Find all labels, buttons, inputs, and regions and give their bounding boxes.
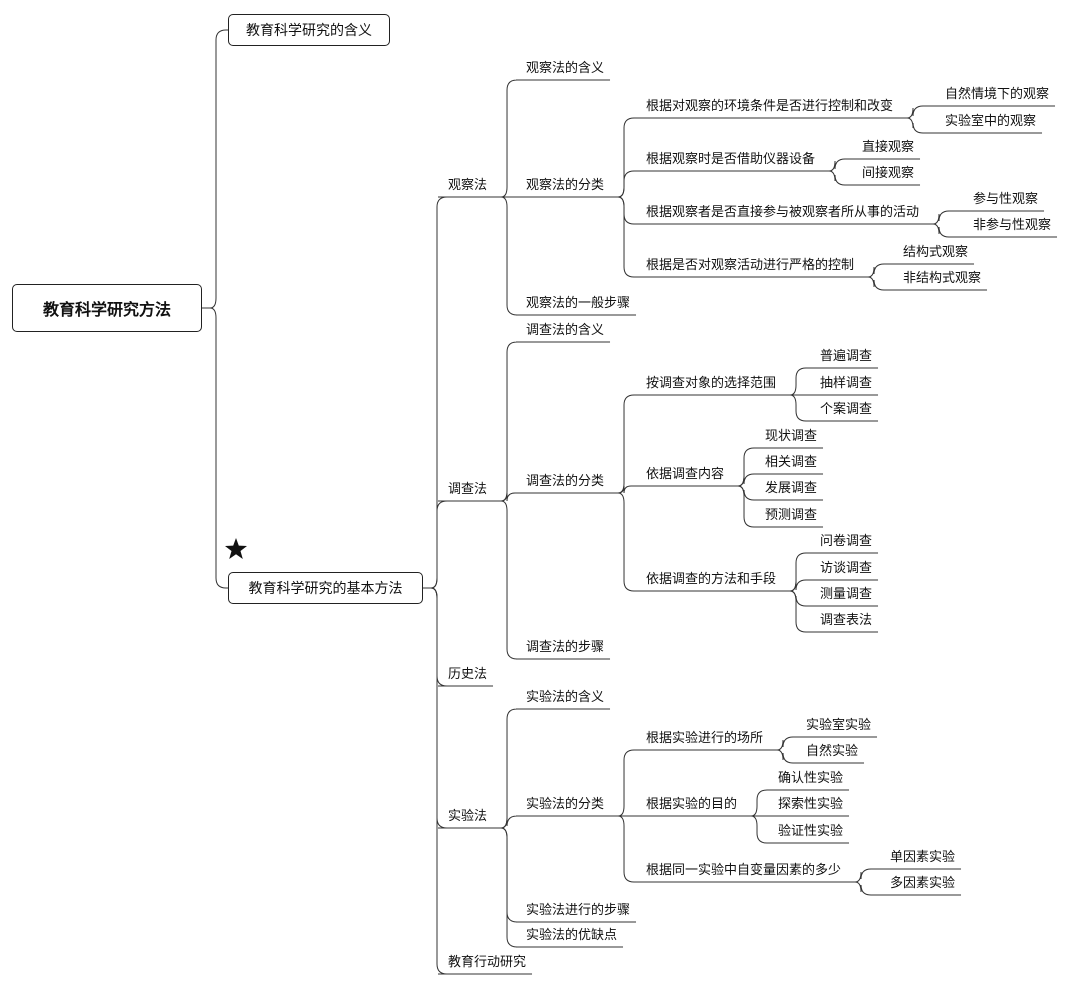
experiment-pros-cons[interactable]: 实验法的优缺点 (526, 928, 618, 943)
experiment-criterion[interactable]: 根据实验的目的 (646, 797, 738, 812)
observation-type[interactable]: 自然情境下的观察 (945, 87, 1050, 102)
observation-classification[interactable]: 观察法的分类 (526, 178, 605, 193)
experiment-type[interactable]: 确认性实验 (778, 771, 844, 786)
observation-type[interactable]: 实验室中的观察 (945, 114, 1037, 129)
experiment-meaning[interactable]: 实验法的含义 (526, 690, 605, 705)
branch-meaning-node[interactable]: 教育科学研究的含义 (228, 14, 390, 46)
experiment-criterion[interactable]: 根据同一实验中自变量因素的多少 (646, 863, 842, 878)
survey-criterion[interactable]: 按调查对象的选择范围 (646, 376, 777, 391)
survey-type[interactable]: 个案调查 (820, 402, 873, 417)
experiment-type[interactable]: 实验室实验 (806, 718, 872, 733)
experiment-type[interactable]: 探索性实验 (778, 797, 844, 812)
survey-type[interactable]: 发展调查 (765, 481, 818, 496)
survey-criterion[interactable]: 依据调查内容 (646, 467, 725, 482)
survey-steps[interactable]: 调查法的步骤 (526, 640, 605, 655)
survey-type[interactable]: 现状调查 (765, 429, 818, 444)
experiment-type[interactable]: 自然实验 (806, 744, 859, 759)
method-action-research[interactable]: 教育行动研究 (448, 955, 527, 970)
observation-type[interactable]: 参与性观察 (973, 192, 1039, 207)
experiment-type[interactable]: 单因素实验 (890, 850, 956, 865)
observation-type[interactable]: 非结构式观察 (903, 271, 982, 286)
observation-type[interactable]: 非参与性观察 (973, 218, 1052, 233)
method-experiment[interactable]: 实验法 (448, 809, 488, 824)
survey-criterion[interactable]: 依据调查的方法和手段 (646, 572, 777, 587)
observation-steps[interactable]: 观察法的一般步骤 (526, 296, 631, 311)
observation-type[interactable]: 间接观察 (862, 166, 915, 181)
survey-type[interactable]: 相关调查 (765, 455, 818, 470)
observation-criterion[interactable]: 根据是否对观察活动进行严格的控制 (646, 258, 855, 273)
method-survey[interactable]: 调查法 (448, 482, 488, 497)
survey-classification[interactable]: 调查法的分类 (526, 474, 605, 489)
experiment-type[interactable]: 验证性实验 (778, 824, 844, 839)
branch-basic-methods-node[interactable]: 教育科学研究的基本方法 (228, 572, 423, 604)
survey-type[interactable]: 访谈调查 (820, 561, 873, 576)
observation-criterion[interactable]: 根据观察时是否借助仪器设备 (646, 152, 816, 167)
experiment-steps[interactable]: 实验法进行的步骤 (526, 903, 631, 918)
survey-type[interactable]: 普遍调查 (820, 349, 873, 364)
survey-type[interactable]: 问卷调查 (820, 534, 873, 549)
observation-criterion[interactable]: 根据观察者是否直接参与被观察者所从事的活动 (646, 205, 920, 220)
observation-criterion[interactable]: 根据对观察的环境条件是否进行控制和改变 (646, 99, 894, 114)
experiment-type[interactable]: 多因素实验 (890, 876, 956, 891)
survey-meaning[interactable]: 调查法的含义 (526, 323, 605, 338)
survey-type[interactable]: 测量调查 (820, 587, 873, 602)
experiment-classification[interactable]: 实验法的分类 (526, 797, 605, 812)
method-history[interactable]: 历史法 (448, 667, 488, 682)
experiment-criterion[interactable]: 根据实验进行的场所 (646, 731, 764, 746)
survey-type[interactable]: 预测调查 (765, 508, 818, 523)
method-observation[interactable]: 观察法 (448, 178, 488, 193)
star-icon (225, 538, 247, 559)
observation-type[interactable]: 结构式观察 (903, 245, 969, 260)
root-node[interactable]: 教育科学研究方法 (12, 284, 202, 332)
observation-type[interactable]: 直接观察 (862, 140, 915, 155)
survey-type[interactable]: 抽样调查 (820, 376, 873, 391)
survey-type[interactable]: 调查表法 (820, 613, 873, 628)
observation-meaning[interactable]: 观察法的含义 (526, 61, 605, 76)
